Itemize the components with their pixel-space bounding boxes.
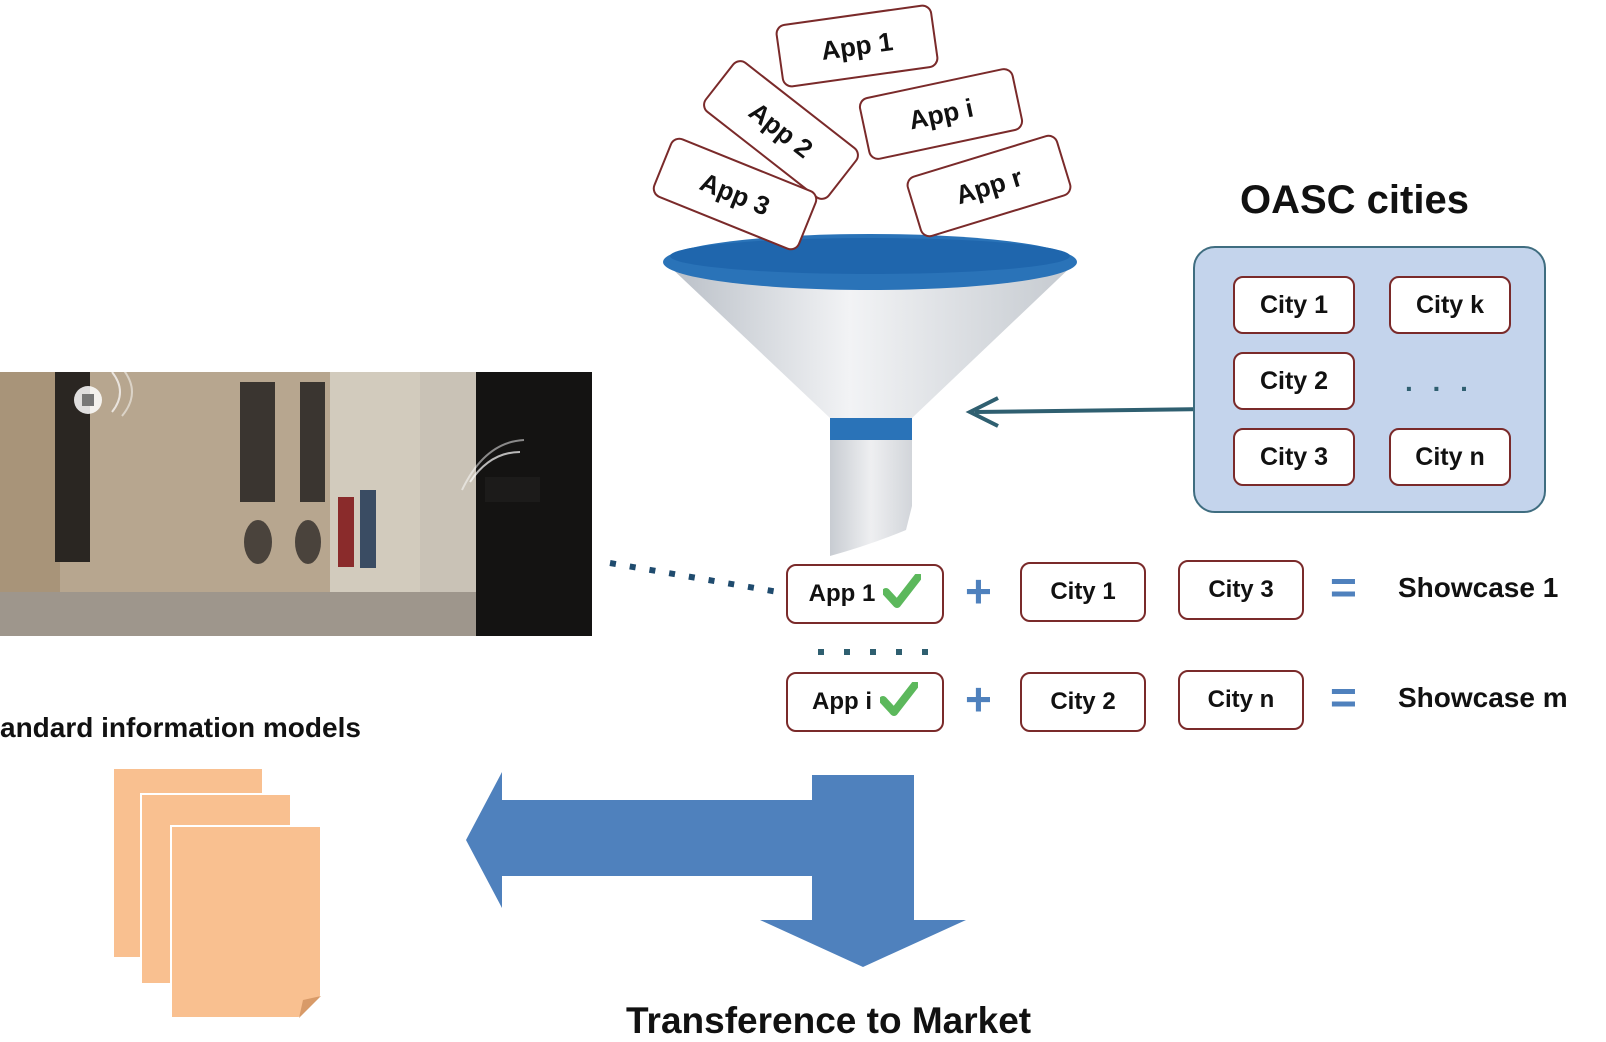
oasc-city-card: City 3	[1233, 428, 1355, 486]
oasc-city-card: City k	[1389, 276, 1511, 334]
oasc-ellipsis: . . .	[1405, 366, 1474, 397]
showcase-app-label: App 1	[808, 580, 876, 607]
showcase-app-card: App 1	[786, 564, 944, 624]
showcase-city-card: City 1	[1020, 562, 1146, 622]
showcase-city-card: City 2	[1020, 672, 1146, 732]
equals-operator: =	[1330, 561, 1357, 613]
street-scene-photo	[0, 372, 592, 636]
equals-operator: =	[1330, 671, 1357, 723]
oasc-title: OASC cities	[1240, 178, 1469, 222]
showcase-result: Showcase 1	[1398, 572, 1559, 603]
checkmark-icon	[882, 572, 923, 615]
oasc-city-card: City 1	[1233, 276, 1355, 334]
showcase-city-card: City n	[1178, 670, 1304, 730]
checkmark-icon	[879, 680, 919, 723]
showcase-city-card: City 3	[1178, 560, 1304, 620]
document-stack-icon	[112, 767, 322, 1019]
showcase-app-card: App i	[786, 672, 944, 732]
market-label: Transference to Market	[626, 1000, 1032, 1041]
standard-models-label: andard information models	[0, 712, 361, 743]
oasc-city-card: City 2	[1233, 352, 1355, 410]
showcase-app-label: App i	[812, 688, 872, 715]
plus-operator: +	[965, 565, 992, 617]
showcase-result: Showcase m	[1398, 682, 1568, 713]
plus-operator: +	[965, 673, 992, 725]
oasc-city-card: City n	[1389, 428, 1511, 486]
